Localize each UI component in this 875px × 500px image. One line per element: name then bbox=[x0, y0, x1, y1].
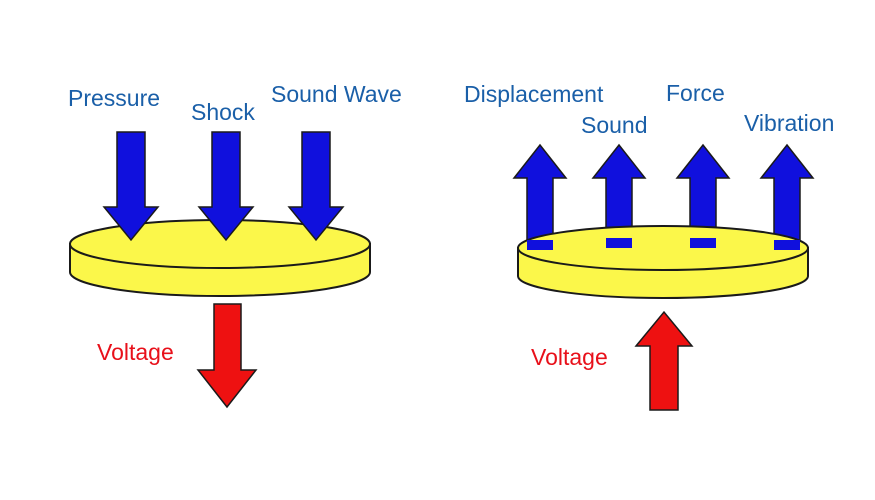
pressure-arrow bbox=[102, 131, 160, 242]
sound-wave-arrow bbox=[287, 131, 345, 242]
left-panel bbox=[69, 131, 371, 409]
right-voltage-arrow bbox=[634, 310, 694, 411]
vibration-label: Vibration bbox=[744, 110, 835, 136]
left-voltage-label: Voltage bbox=[97, 339, 174, 365]
right-piezo-disc bbox=[517, 225, 809, 299]
sound-label: Sound bbox=[581, 112, 648, 138]
right-voltage-label: Voltage bbox=[531, 344, 608, 370]
left-voltage-arrow bbox=[196, 303, 258, 409]
force-label: Force bbox=[666, 80, 725, 106]
shock-label: Shock bbox=[191, 99, 255, 125]
vibration-arrow bbox=[759, 143, 815, 249]
sound-wave-label: Sound Wave bbox=[271, 81, 402, 107]
displacement-label: Displacement bbox=[464, 81, 604, 107]
right-panel bbox=[512, 143, 815, 411]
pressure-label: Pressure bbox=[68, 85, 161, 111]
shock-arrow bbox=[197, 131, 255, 242]
